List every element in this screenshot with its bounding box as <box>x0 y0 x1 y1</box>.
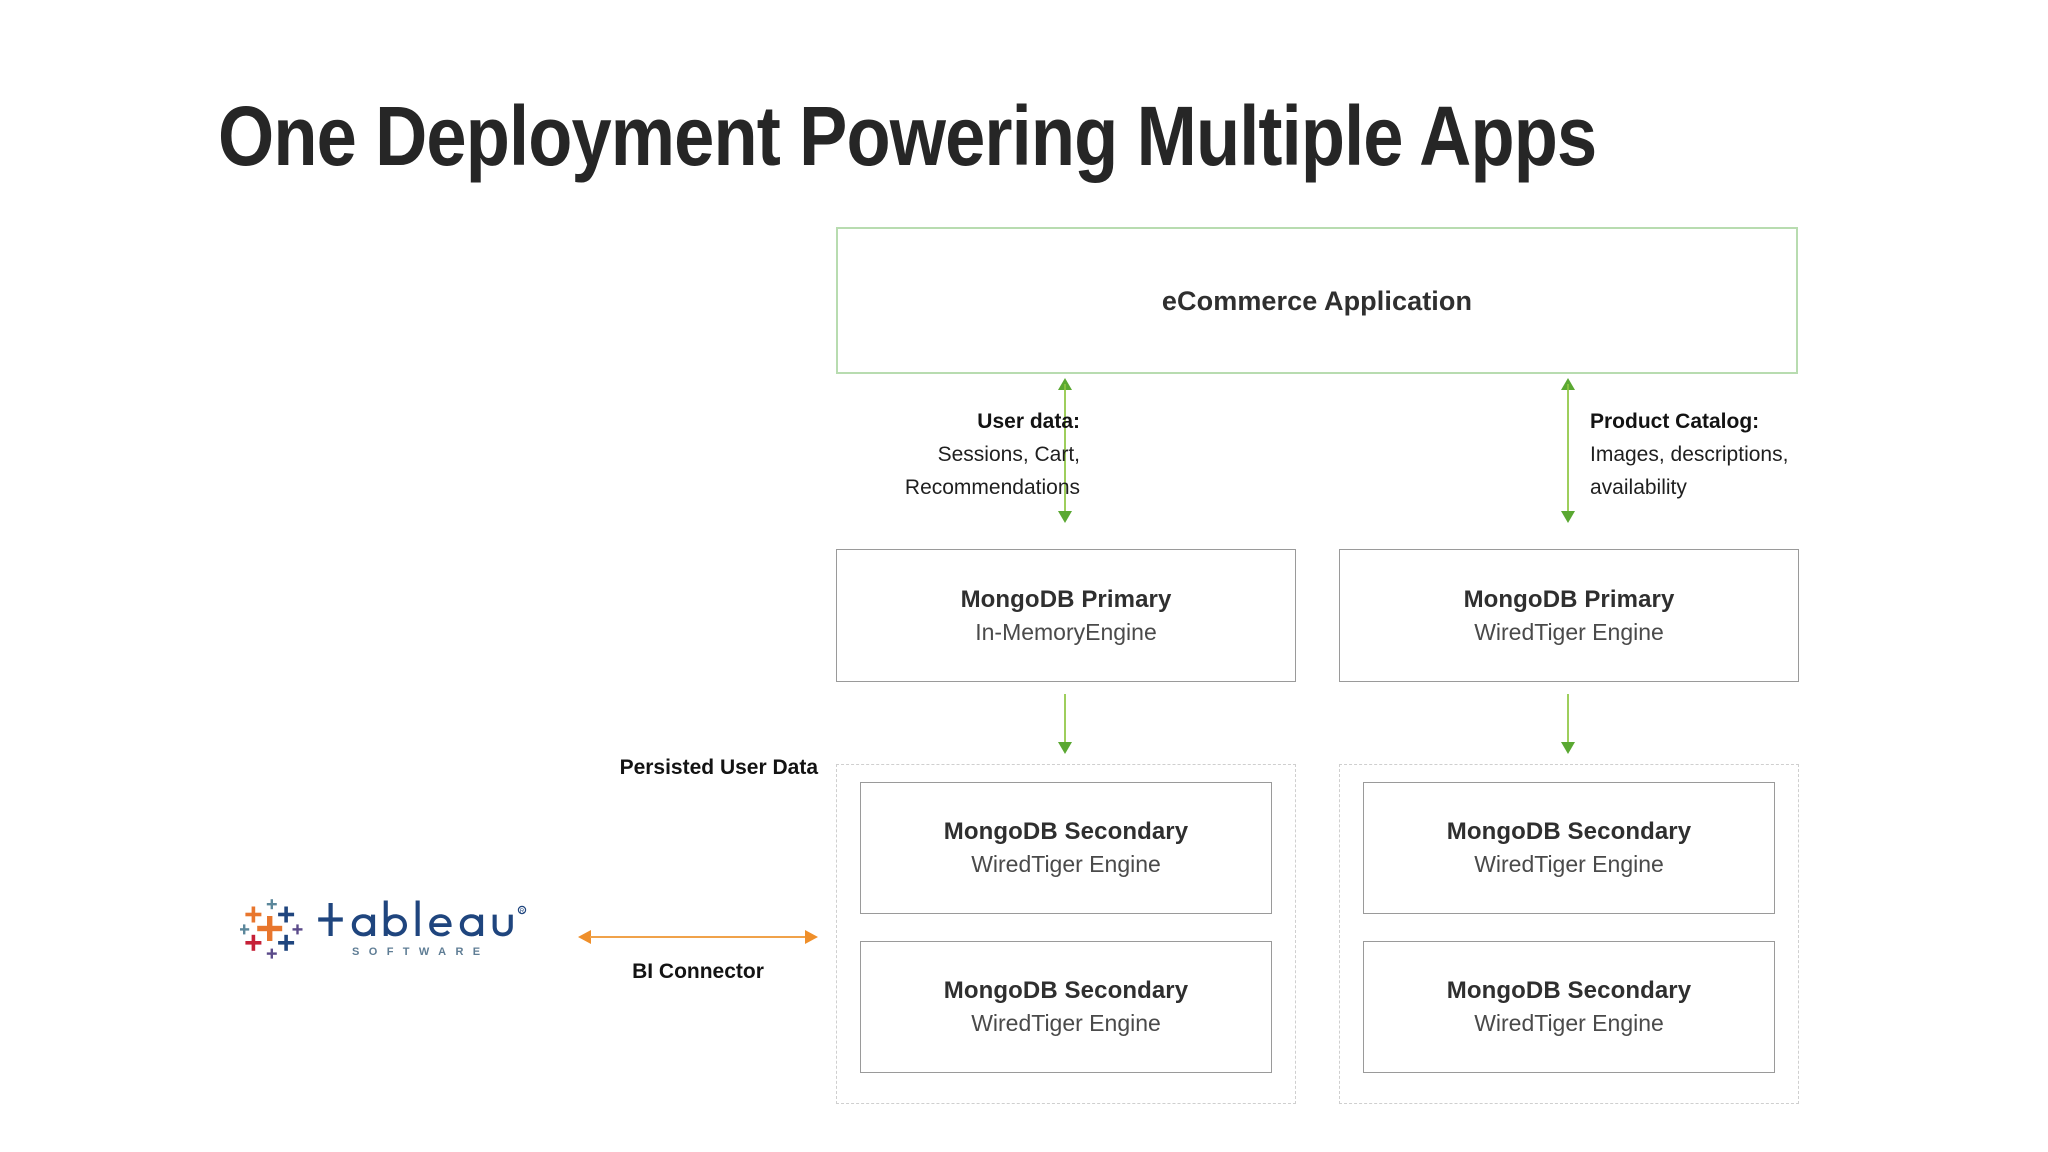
mongodb-secondary-right-1-name: MongoDB Secondary <box>1446 818 1692 845</box>
annotation-product-catalog: Product Catalog: Images, descriptions, a… <box>1590 405 1890 504</box>
annotation-user-data: User data: Sessions, Cart, Recommendatio… <box>810 405 1080 504</box>
annotation-product-catalog-line-1: Images, descriptions, <box>1590 443 1789 466</box>
mongodb-secondary-right-2-engine: WiredTiger Engine <box>1474 1010 1664 1036</box>
tableau-plus-marks-icon <box>240 899 303 959</box>
arrow-shaft <box>590 936 806 938</box>
mongodb-secondary-left-1-box: MongoDB Secondary WiredTiger Engine <box>860 782 1272 914</box>
mongodb-secondary-right-2-name: MongoDB Secondary <box>1446 977 1692 1004</box>
arrow-shaft <box>1064 384 1066 517</box>
persisted-user-data-label: Persisted User Data <box>619 756 818 779</box>
mongodb-primary-right-engine: WiredTiger Engine <box>1474 618 1664 645</box>
arrow-shaft <box>1567 384 1569 517</box>
annotation-product-catalog-line-2: availability <box>1590 476 1687 499</box>
mongodb-secondary-right-2-box: MongoDB Secondary WiredTiger Engine <box>1363 941 1775 1073</box>
tableau-subtitle: SOFTWARE <box>352 946 490 958</box>
arrow-primary-to-secondary-right <box>1556 694 1580 754</box>
arrow-head-right-icon <box>805 930 818 944</box>
arrow-primary-to-secondary-left <box>1053 694 1077 754</box>
ecommerce-application-label: eCommerce Application <box>1161 285 1473 316</box>
mongodb-secondary-left-2-name: MongoDB Secondary <box>943 977 1189 1004</box>
mongodb-primary-right-name: MongoDB Primary <box>1463 585 1675 613</box>
page-title: One Deployment Powering Multiple Apps <box>218 89 1597 183</box>
arrow-head-left-icon <box>578 930 591 944</box>
arrow-shaft <box>1567 694 1569 748</box>
mongodb-primary-right-box: MongoDB Primary WiredTiger Engine <box>1339 549 1799 682</box>
bi-connector-arrow <box>578 928 818 946</box>
annotation-user-data-head: User data: <box>977 410 1080 433</box>
arrow-head-down-icon <box>1561 511 1575 523</box>
mongodb-secondary-right-1-box: MongoDB Secondary WiredTiger Engine <box>1363 782 1775 914</box>
svg-text:R: R <box>520 909 525 915</box>
mongodb-primary-left-name: MongoDB Primary <box>960 585 1172 613</box>
arrow-head-down-icon <box>1058 742 1072 754</box>
annotation-user-data-line-2: Recommendations <box>904 476 1080 499</box>
annotation-user-data-line-1: Sessions, Cart, <box>937 443 1080 466</box>
mongodb-primary-left-engine: In-MemoryEngine <box>975 618 1157 645</box>
replica-set-group-right <box>1339 764 1799 1104</box>
arrow-app-to-primary-right <box>1556 378 1580 523</box>
arrow-shaft <box>1064 694 1066 748</box>
tableau-logo: R SOFTWARE <box>240 894 562 966</box>
mongodb-secondary-left-2-engine: WiredTiger Engine <box>971 1010 1161 1036</box>
bi-connector-label: BI Connector <box>632 960 764 983</box>
mongodb-primary-left-box: MongoDB Primary In-MemoryEngine <box>836 549 1296 682</box>
mongodb-secondary-left-1-engine: WiredTiger Engine <box>971 851 1161 877</box>
annotation-product-catalog-head: Product Catalog: <box>1590 410 1760 433</box>
mongodb-secondary-left-2-box: MongoDB Secondary WiredTiger Engine <box>860 941 1272 1073</box>
tableau-wordmark-icon: R <box>318 900 527 937</box>
mongodb-secondary-left-1-name: MongoDB Secondary <box>943 818 1189 845</box>
ecommerce-application-box: eCommerce Application <box>836 227 1798 374</box>
mongodb-secondary-right-1-engine: WiredTiger Engine <box>1474 851 1664 877</box>
arrow-head-down-icon <box>1561 742 1575 754</box>
arrow-head-down-icon <box>1058 511 1072 523</box>
replica-set-group-left <box>836 764 1296 1104</box>
arrow-app-to-primary-left <box>1053 378 1077 523</box>
